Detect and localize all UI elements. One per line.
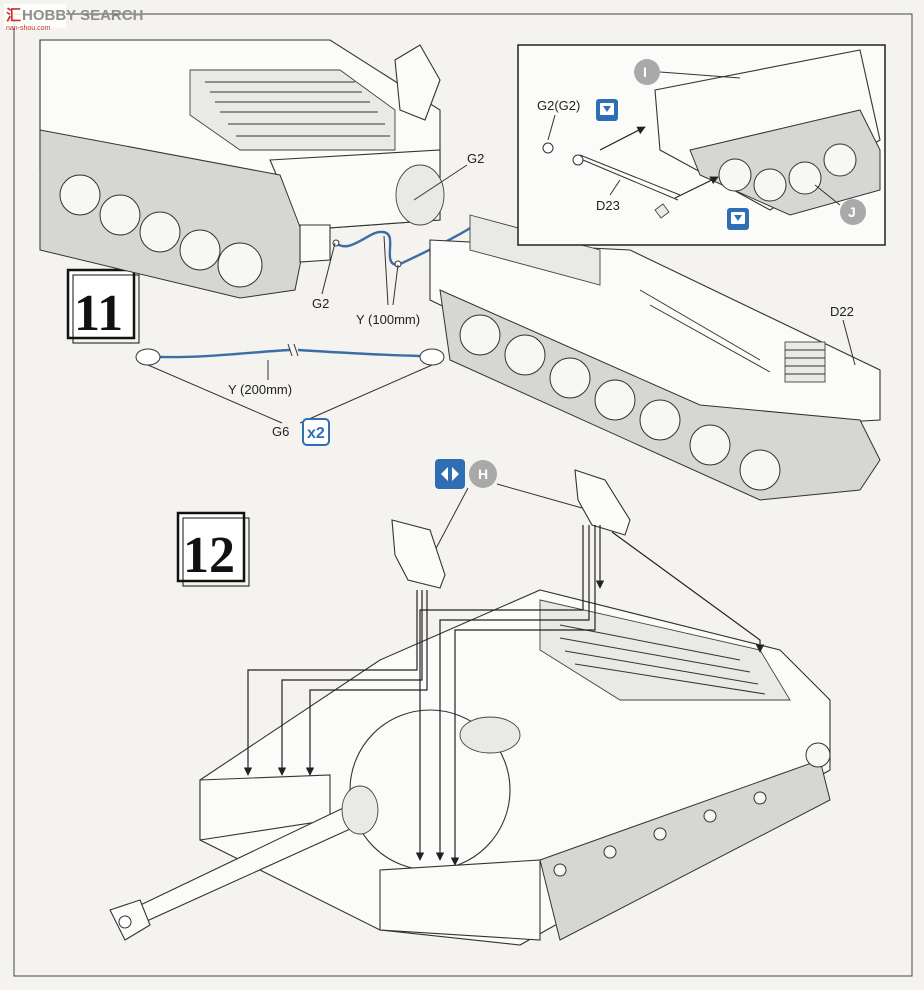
svg-text:I: I bbox=[643, 64, 647, 80]
label-y100: Y (100mm) bbox=[356, 312, 420, 327]
main-hull bbox=[199, 589, 831, 946]
detail-inset: G2(G2) D23 I J bbox=[517, 44, 886, 246]
engine-grille bbox=[559, 624, 766, 695]
d22-grille bbox=[784, 341, 826, 383]
watermark-site: nan-shou.com bbox=[6, 25, 51, 32]
svg-text:J: J bbox=[848, 204, 856, 220]
marker-i-icon: I bbox=[634, 59, 660, 85]
cable-y200-part bbox=[135, 343, 445, 366]
label-d22: D22 bbox=[830, 304, 854, 319]
marker-j-icon: J bbox=[840, 199, 866, 225]
label-g2g2: G2(G2) bbox=[537, 98, 580, 113]
watermark-logo: 汇 bbox=[6, 7, 21, 24]
label-g2-left: G2 bbox=[312, 296, 329, 311]
label-g2-top: G2 bbox=[467, 151, 484, 166]
page-frame bbox=[13, 13, 913, 977]
step-11-number: 11 bbox=[74, 285, 123, 342]
step-11-number-box: 11 bbox=[66, 268, 140, 344]
label-y200: Y (200mm) bbox=[228, 382, 292, 397]
mirror-icon bbox=[435, 459, 465, 489]
lifting-bracket-right bbox=[574, 469, 631, 536]
watermark-brand: HOBBY SEARCH bbox=[22, 7, 143, 24]
step-11: 11 bbox=[39, 39, 881, 501]
watermark: 汇 HOBBY SEARCH nan-shou.com bbox=[4, 4, 143, 32]
lifting-bracket-left bbox=[391, 519, 446, 589]
gun-barrel bbox=[109, 785, 379, 941]
label-g6: G6 bbox=[272, 424, 289, 439]
marker-h-icon: H bbox=[469, 460, 497, 488]
hull-rivets bbox=[553, 791, 767, 877]
quantity-x2-icon: x2 bbox=[302, 418, 330, 446]
svg-text:H: H bbox=[478, 466, 488, 482]
glue-icon-bottom bbox=[727, 208, 749, 230]
step-12-number: 12 bbox=[183, 527, 235, 584]
towed-vehicle bbox=[429, 214, 881, 501]
hull-rear-view bbox=[39, 39, 445, 299]
step-12-number-box: 12 bbox=[176, 511, 250, 587]
engine-deck-grille bbox=[205, 81, 390, 137]
step-12: 12 H bbox=[109, 459, 831, 946]
glue-icon-top bbox=[596, 99, 618, 121]
label-d23: D23 bbox=[596, 198, 620, 213]
svg-text:x2: x2 bbox=[307, 425, 325, 442]
